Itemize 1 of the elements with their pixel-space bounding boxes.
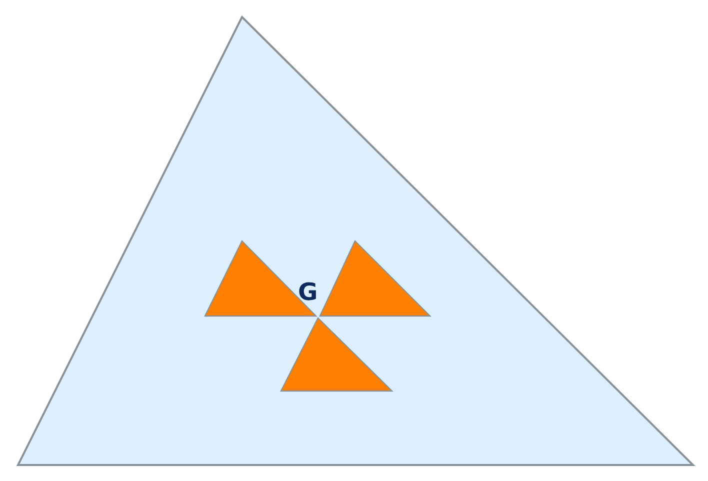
point-label: G — [298, 280, 318, 304]
